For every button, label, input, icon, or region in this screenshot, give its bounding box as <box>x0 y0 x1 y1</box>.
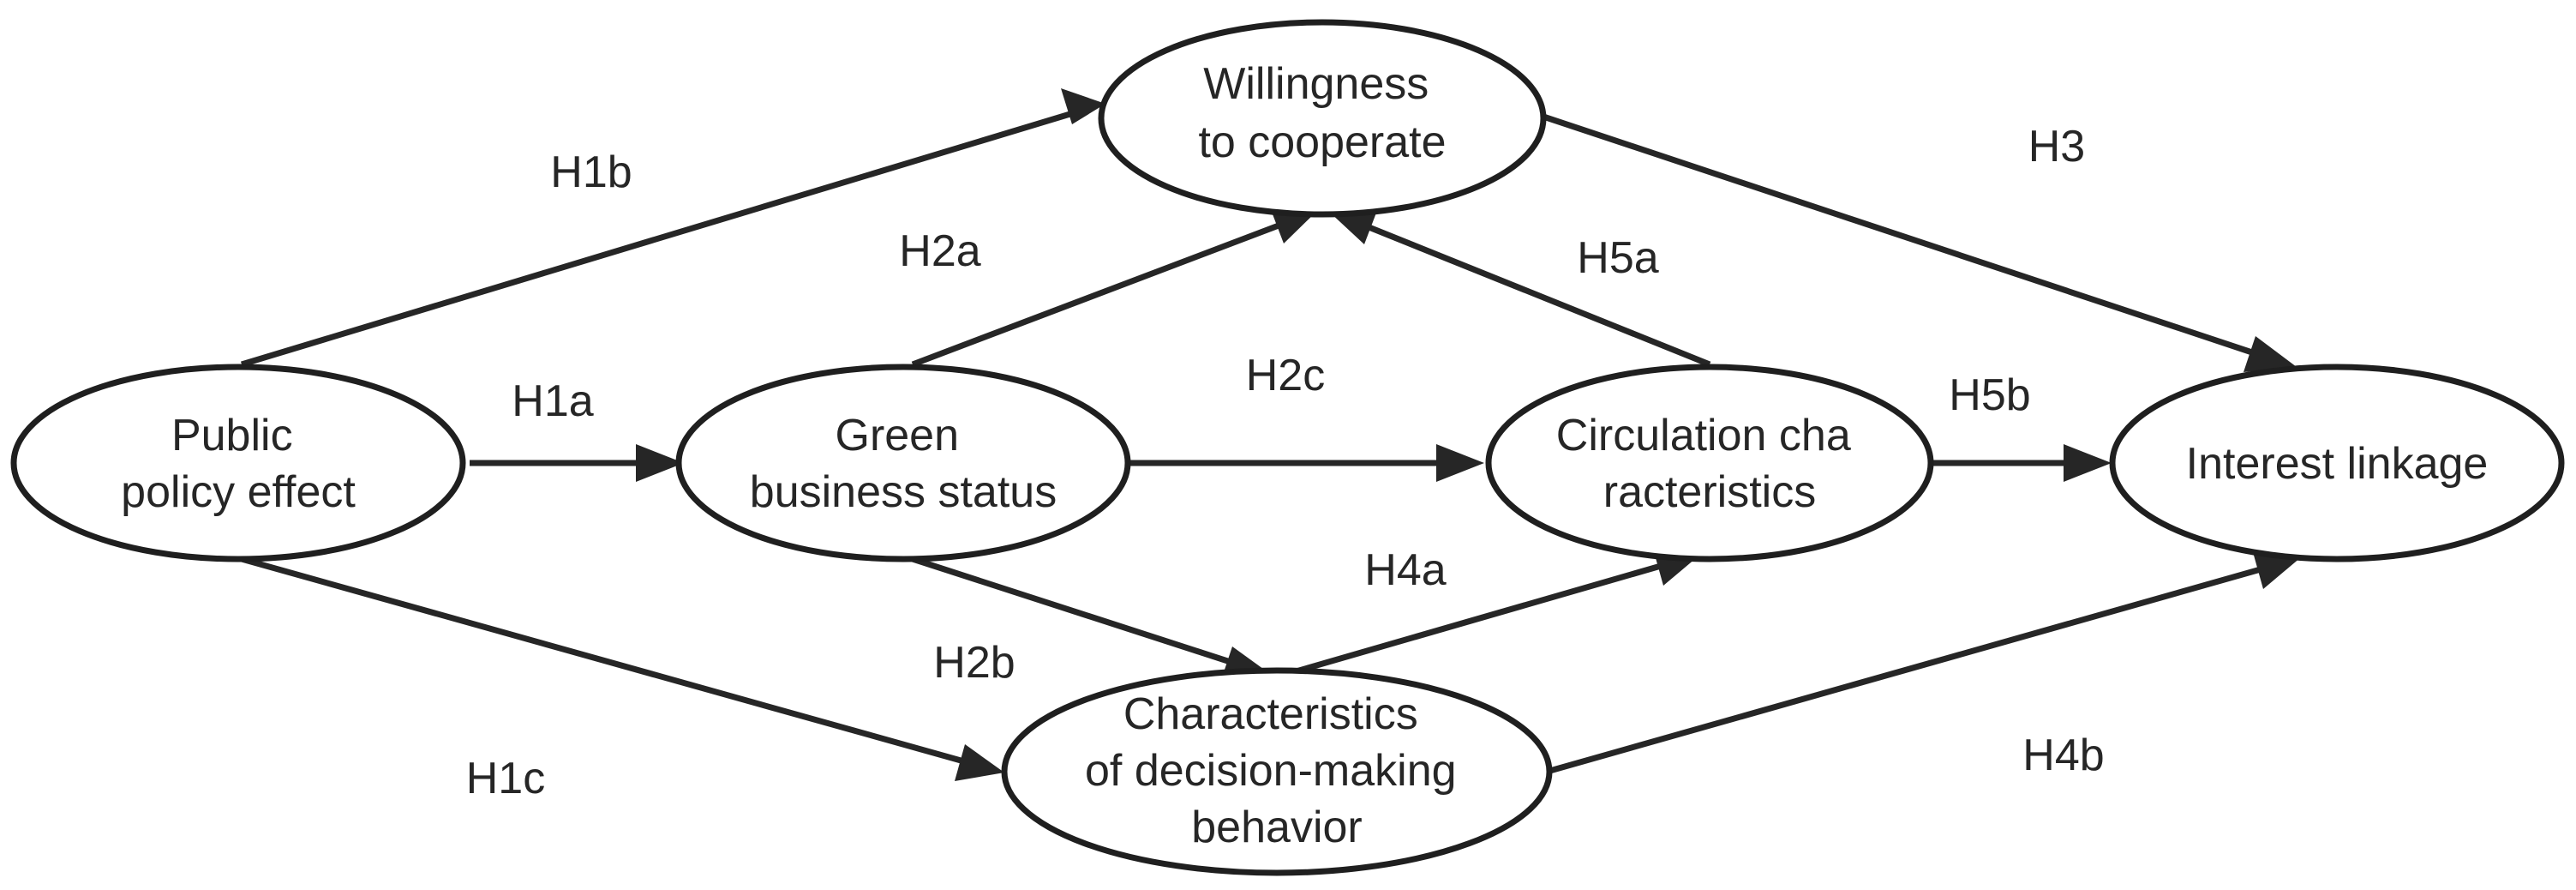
node-label-line: Willingness <box>1203 59 1429 109</box>
edge-h5b-arrowhead <box>2064 444 2112 482</box>
edge-h2b-arrow <box>911 556 1240 668</box>
edge-h2c-arrowhead <box>1436 444 1484 482</box>
svg-text:Characteristics of dec: Characteristics of decision-making behav… <box>1085 689 1469 852</box>
node-label-line: business status <box>750 467 1057 517</box>
edge-h5a-arrowhead <box>1328 208 1378 244</box>
edge-h2a-arrow <box>911 219 1287 368</box>
svg-text:Public policy effect: Public policy effect <box>121 411 356 517</box>
node-willingness-to-cooperate: Willingness to cooperate <box>1098 19 1547 218</box>
edge-h1c-arrow <box>241 556 971 767</box>
edge-h4a-arrow <box>1280 561 1668 679</box>
svg-text:Interest linkage: Interest linkage <box>2186 439 2489 489</box>
edge-h1b-arrow <box>240 110 1075 368</box>
edge-h1c-arrowhead <box>955 744 1004 781</box>
edge-h3-arrowhead <box>2244 336 2297 372</box>
node-circulation-characteristics: Circulation cha racteristics <box>1485 364 1934 562</box>
edge-label-h1b: H1b <box>550 147 632 197</box>
node-label-line: Green <box>836 411 960 460</box>
node-label-line: policy effect <box>121 467 356 517</box>
node-public-policy-effect: Public policy effect <box>10 364 466 562</box>
edge-label-h1c: H1c <box>466 754 545 803</box>
edge-label-h5b: H5b <box>1949 370 2030 420</box>
edge-label-h5a: H5a <box>1577 233 1658 283</box>
node-label-line: behavior <box>1191 803 1362 852</box>
edge-h3-arrow <box>1539 112 2264 359</box>
svg-text:Willingness to coopera: Willingness to cooperate <box>1198 59 1446 167</box>
edge-label-h2b: H2b <box>933 638 1015 688</box>
edge-label-h2c: H2c <box>1246 351 1325 400</box>
node-label-line: Interest linkage <box>2186 439 2489 489</box>
node-decision-making-behavior: Characteristics of decision-making behav… <box>1001 667 1553 876</box>
edge-h1b-arrowhead <box>1061 88 1105 124</box>
node-label-line: of decision-making <box>1085 746 1457 796</box>
node-interest-linkage: Interest linkage <box>2109 364 2565 562</box>
svg-text:Circulation cha racter: Circulation cha racteristics <box>1556 411 1863 517</box>
node-label-line: Circulation cha <box>1556 411 1851 460</box>
svg-text:Green business status: Green business status <box>750 411 1057 517</box>
edge-label-h2a: H2a <box>899 226 980 276</box>
edge-label-h4b: H4b <box>2022 731 2104 780</box>
node-label-line: Public <box>171 411 293 460</box>
edge-label-h1a: H1a <box>512 376 593 426</box>
edge-h5a-arrow <box>1361 221 1711 368</box>
node-label-line: Characteristics <box>1123 689 1418 739</box>
edge-label-h3: H3 <box>2028 122 2085 171</box>
edge-h4b-arrow <box>1546 564 2267 775</box>
edge-h1a-arrowhead <box>636 444 684 482</box>
nodes-group: Public policy effect Green business stat… <box>10 19 2565 876</box>
edge-h4b-arrowhead <box>2253 552 2301 589</box>
edge-label-h4a: H4a <box>1364 545 1446 595</box>
node-label-line: to cooperate <box>1198 117 1446 167</box>
node-green-business-status: Green business status <box>675 364 1131 562</box>
node-label-line: racteristics <box>1603 467 1816 517</box>
